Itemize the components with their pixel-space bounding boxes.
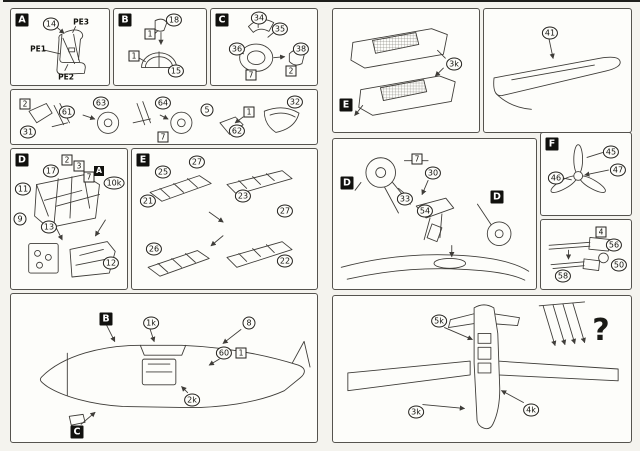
part-label-32: 32: [286, 95, 304, 109]
part-label-54: 54: [416, 204, 434, 218]
part-label-47: 47: [609, 163, 627, 177]
wheels-struts-drawing: [28, 101, 300, 135]
part-label-61: 61: [58, 105, 76, 119]
subassembly-marker-d: D: [340, 176, 354, 190]
part-label-18: 18: [165, 13, 183, 27]
part-label-5: 5: [200, 103, 214, 117]
part-label-7: 7: [157, 131, 169, 143]
part-label-2: 2: [61, 154, 73, 166]
step-marker-e: E: [136, 153, 150, 167]
part-label-pe3: PE3: [73, 17, 89, 27]
part-label-1k: 1k: [143, 316, 159, 330]
part-label-5k: 5k: [431, 314, 447, 328]
part-label-pe2: PE2: [58, 72, 74, 82]
part-label-64: 64: [154, 96, 172, 110]
part-label-2k: 2k: [184, 393, 200, 407]
step-marker-b: B: [118, 13, 132, 27]
panel-flap-sections: E 3k: [332, 8, 480, 133]
part-label-9: 9: [13, 212, 27, 226]
part-label-27: 27: [276, 204, 294, 218]
step-marker-d: D: [15, 153, 29, 167]
part-label-7: 7: [83, 171, 95, 183]
part-label-1: 1: [235, 347, 247, 359]
subassembly-marker-a: A: [94, 166, 104, 176]
part-label-56: 56: [605, 238, 623, 252]
panel-step-e: E 25 27 21 23 27 26 22: [131, 148, 318, 290]
flap-sections-drawing: [350, 28, 456, 116]
part-label-30: 30: [424, 166, 442, 180]
part-label-35: 35: [271, 22, 289, 36]
part-label-2: 2: [19, 98, 31, 110]
part-label-3k: 3k: [408, 405, 424, 419]
part-label-17: 17: [42, 164, 60, 178]
part-label-2: 2: [285, 65, 297, 77]
step-marker-f: F: [545, 137, 559, 151]
part-label-3k: 3k: [446, 57, 462, 71]
part-label-7: 7: [411, 153, 423, 165]
fuselage-side-drawing: [39, 325, 311, 426]
wing-top-drawing: [493, 39, 621, 110]
part-label-4k: 4k: [523, 403, 539, 417]
part-label-62: 62: [228, 124, 246, 138]
part-label-21: 21: [139, 194, 157, 208]
part-label-60: 60: [215, 346, 233, 360]
part-label-1: 1: [128, 50, 140, 62]
part-label-8: 8: [242, 316, 256, 330]
part-label-63: 63: [92, 96, 110, 110]
aircraft-top-view-drawing: [347, 301, 619, 430]
part-label-1: 1: [144, 28, 156, 40]
gun-pack-drawing: [548, 237, 610, 271]
subassembly-marker-b: B: [99, 312, 113, 326]
part-label-7: 7: [245, 69, 257, 81]
part-label-pe1: PE1: [30, 44, 46, 54]
part-label-31: 31: [19, 125, 37, 139]
part-label-58: 58: [554, 269, 572, 283]
panel-wing-top: 41: [483, 8, 632, 133]
part-label-36: 36: [228, 42, 246, 56]
step-marker-a: A: [15, 13, 29, 27]
part-label-13: 13: [40, 220, 58, 234]
part-label-27: 27: [188, 155, 206, 169]
part-label-25: 25: [154, 165, 172, 179]
optional-parts-question-mark: ?: [592, 313, 610, 348]
part-label-41: 41: [541, 26, 559, 40]
part-label-3: 3: [73, 160, 85, 172]
part-label-10k: 10k: [103, 176, 125, 190]
panel-step-f: F 45 47 46: [540, 132, 632, 216]
panel-final-assembly: 5k? 3k 4k: [332, 295, 632, 443]
part-label-11: 11: [14, 182, 32, 196]
part-label-1: 1: [243, 106, 255, 118]
bulkhead-drawing: [138, 18, 178, 68]
step-marker-c: C: [215, 13, 229, 27]
part-label-26: 26: [145, 242, 163, 256]
part-label-14: 14: [42, 17, 60, 31]
part-label-34: 34: [250, 11, 268, 25]
part-label-23: 23: [234, 189, 252, 203]
lattice-frames-drawing: [147, 170, 293, 277]
part-label-45: 45: [602, 145, 620, 159]
part-label-4: 4: [595, 226, 607, 238]
subassembly-marker-d: D: [490, 190, 504, 204]
subassembly-marker-e: E: [339, 98, 353, 112]
part-label-15: 15: [167, 64, 185, 78]
panel-wheels-struts: 2 31 61 63 64 5 7 62 1 32: [10, 89, 318, 145]
subassembly-marker-c: C: [70, 425, 84, 439]
part-label-38: 38: [292, 42, 310, 56]
part-label-46: 46: [547, 171, 565, 185]
landing-gear-drawing: [340, 157, 530, 281]
part-label-22: 22: [276, 254, 294, 268]
part-label-12: 12: [102, 256, 120, 270]
part-label-50: 50: [610, 258, 628, 272]
